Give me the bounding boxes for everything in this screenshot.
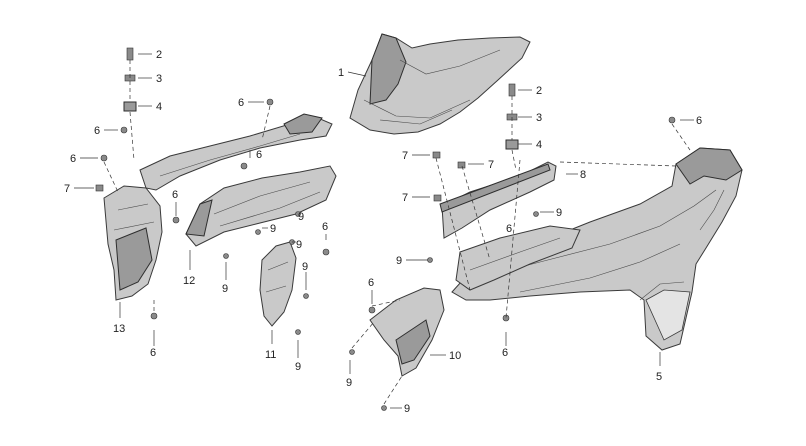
fasteners	[95, 47, 676, 411]
screw-icon	[295, 329, 301, 335]
inner-bracket	[455, 225, 581, 291]
screw-icon	[668, 116, 676, 124]
callout-9: 9	[295, 361, 301, 373]
screw-icon	[172, 216, 180, 224]
part-11-bracket	[259, 241, 297, 327]
screw-icon	[303, 293, 309, 299]
callout-5: 5	[656, 371, 662, 383]
part-12-inner-panel	[185, 165, 337, 247]
screw-icon	[266, 98, 274, 106]
callout-9: 9	[270, 223, 276, 235]
callout-1: 1	[338, 67, 344, 79]
callout-6: 6	[368, 277, 374, 289]
callout-6: 6	[94, 125, 100, 137]
callout-11: 11	[265, 349, 276, 361]
screw-icon	[255, 229, 261, 235]
callout-3: 3	[536, 112, 542, 124]
screw-icon	[368, 306, 376, 314]
callout-9: 9	[346, 377, 352, 389]
left-side-fairing	[139, 113, 333, 191]
callout-2: 2	[156, 49, 162, 61]
screw-icon	[427, 257, 433, 263]
callout-9: 9	[298, 211, 304, 223]
clip-icon	[95, 184, 104, 192]
callout-3: 3	[156, 73, 162, 85]
assembly-lines	[103, 60, 691, 405]
callout-9: 9	[296, 239, 302, 251]
screw-icon	[322, 248, 330, 256]
screw-icon	[240, 162, 248, 170]
grommet-icon	[505, 139, 519, 150]
callout-13: 13	[113, 323, 125, 335]
screw-icon	[120, 126, 128, 134]
screw-icon	[100, 154, 108, 162]
part-5-side-fairing	[451, 147, 743, 351]
callout-7: 7	[64, 183, 70, 195]
callout-2: 2	[536, 85, 542, 97]
callout-6: 6	[502, 347, 508, 359]
callout-6: 6	[70, 153, 76, 165]
screw-icon	[295, 211, 301, 217]
callout-6: 6	[172, 189, 178, 201]
callout-10: 10	[449, 350, 461, 362]
callout-4: 4	[156, 101, 162, 113]
screw-icon	[381, 405, 387, 411]
callout-6: 6	[238, 97, 244, 109]
bolt-icon	[126, 47, 134, 61]
callout-6: 6	[696, 115, 702, 127]
screw-icon	[150, 312, 158, 320]
part-8-side-panel	[439, 161, 557, 239]
callout-9: 9	[396, 255, 402, 267]
callout-6: 6	[506, 223, 512, 235]
part-13-lower-fairing	[103, 185, 163, 301]
callout-6: 6	[256, 149, 262, 161]
callout-8: 8	[580, 169, 586, 181]
callout-6: 6	[322, 221, 328, 233]
callout-6: 6	[150, 347, 156, 359]
callout-4: 4	[536, 139, 542, 151]
grommet-icon	[123, 101, 137, 112]
part-10-lower-cover	[369, 287, 445, 377]
callout-labels: 2 3 4 2 3 4 1 5 8 10 11 12 13 6 6 6 6 6 …	[64, 49, 702, 415]
part-1-front-cowl	[349, 33, 531, 135]
callout-7: 7	[402, 192, 408, 204]
leader-lines	[74, 53, 694, 409]
screw-icon	[533, 211, 539, 217]
clip-icon	[432, 151, 441, 159]
clip-icon	[433, 194, 442, 202]
callout-7: 7	[402, 150, 408, 162]
callout-7: 7	[488, 159, 494, 171]
screw-icon	[349, 349, 355, 355]
callout-9: 9	[222, 283, 228, 295]
callout-9: 9	[556, 207, 562, 219]
bolt-icon	[508, 83, 516, 97]
callout-9: 9	[302, 261, 308, 273]
screw-icon	[223, 253, 229, 259]
callout-12: 12	[183, 275, 195, 287]
clip-icon	[457, 161, 466, 169]
callout-9: 9	[404, 403, 410, 415]
